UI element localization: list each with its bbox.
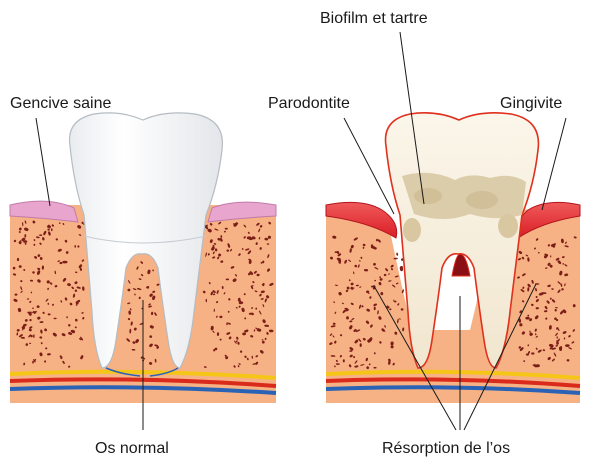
healthy-tooth-panel — [10, 113, 276, 430]
gingivitis-leader — [542, 118, 566, 210]
gingivitis-label: Gingivite — [500, 95, 562, 113]
bone-resorption-label: Résorption de l’os — [382, 440, 510, 458]
diseased-tooth-panel — [326, 32, 580, 430]
healthy-gum-label: Gencive saine — [10, 95, 111, 113]
biofilm-label: Biofilm et tartre — [320, 10, 428, 28]
periodontitis-label: Parodontite — [268, 95, 350, 113]
healthy-gum-leader — [36, 118, 50, 206]
normal-bone-label: Os normal — [95, 440, 169, 458]
